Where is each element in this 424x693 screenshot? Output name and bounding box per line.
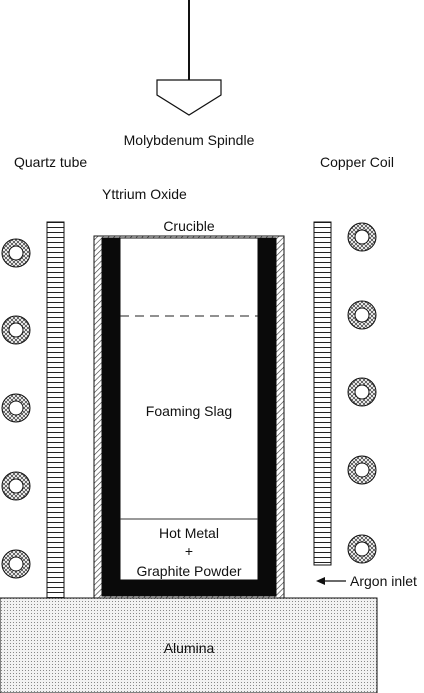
- spindle-head: [156, 79, 222, 116]
- crucible: [101, 237, 277, 597]
- plus-label: +: [185, 543, 193, 559]
- crucible-label: Crucible: [163, 218, 215, 234]
- coil-turn: [354, 384, 370, 400]
- coil-turn: [8, 556, 24, 572]
- coil-turn: [8, 245, 24, 261]
- copper-coil-left: [1, 238, 31, 579]
- coil-turn: [8, 322, 24, 338]
- quartz-tube-left: [46, 221, 65, 599]
- graphite-powder-label: Graphite Powder: [136, 563, 241, 579]
- coil-turn: [8, 478, 24, 494]
- coil-turn: [8, 400, 24, 416]
- argon-inlet-arrow: [316, 577, 346, 585]
- argon-inlet-label: Argon inlet: [350, 573, 417, 589]
- alumina-label: Alumina: [164, 640, 215, 656]
- coil-turn: [354, 229, 370, 245]
- copper-coil-label: Copper Coil: [320, 154, 394, 170]
- yttrium-oxide-label: Yttrium Oxide: [102, 186, 187, 202]
- spindle-label: Molybdenum Spindle: [124, 132, 255, 148]
- quartz-tube-right: [313, 221, 332, 566]
- coil-turn: [354, 462, 370, 478]
- hot-metal-label: Hot Metal: [159, 525, 219, 541]
- copper-coil-right: [347, 222, 377, 564]
- coil-turn: [354, 307, 370, 323]
- foaming-slag-label: Foaming Slag: [146, 403, 232, 419]
- alumina-base: [0, 597, 378, 693]
- quartz-tube-label: Quartz tube: [14, 154, 87, 170]
- coil-turn: [354, 541, 370, 557]
